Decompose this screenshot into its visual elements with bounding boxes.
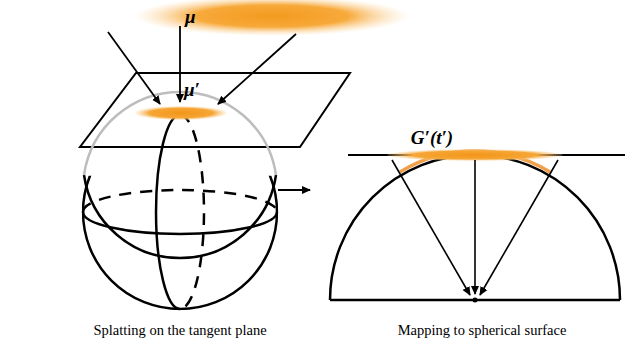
projected-gaussian-symbol: G′(t′) [411, 128, 453, 147]
caption: Splatting on the tangent plane [93, 323, 266, 338]
gaussian-on-plane [387, 149, 563, 161]
gaussian-blob [134, 0, 410, 36]
projected-mean-symbol: μ′ [184, 80, 200, 99]
step-arrow [278, 189, 310, 191]
mapping-arrows [392, 160, 558, 295]
caption: Mapping to spherical surface [398, 323, 567, 338]
projected-gaussian [135, 106, 227, 120]
hemisphere [330, 155, 620, 300]
sphere-center [473, 298, 478, 303]
projection-arrows [108, 26, 296, 104]
mean-symbol: μ [185, 7, 196, 26]
tangent-plane [80, 73, 350, 147]
sphere [83, 92, 277, 309]
